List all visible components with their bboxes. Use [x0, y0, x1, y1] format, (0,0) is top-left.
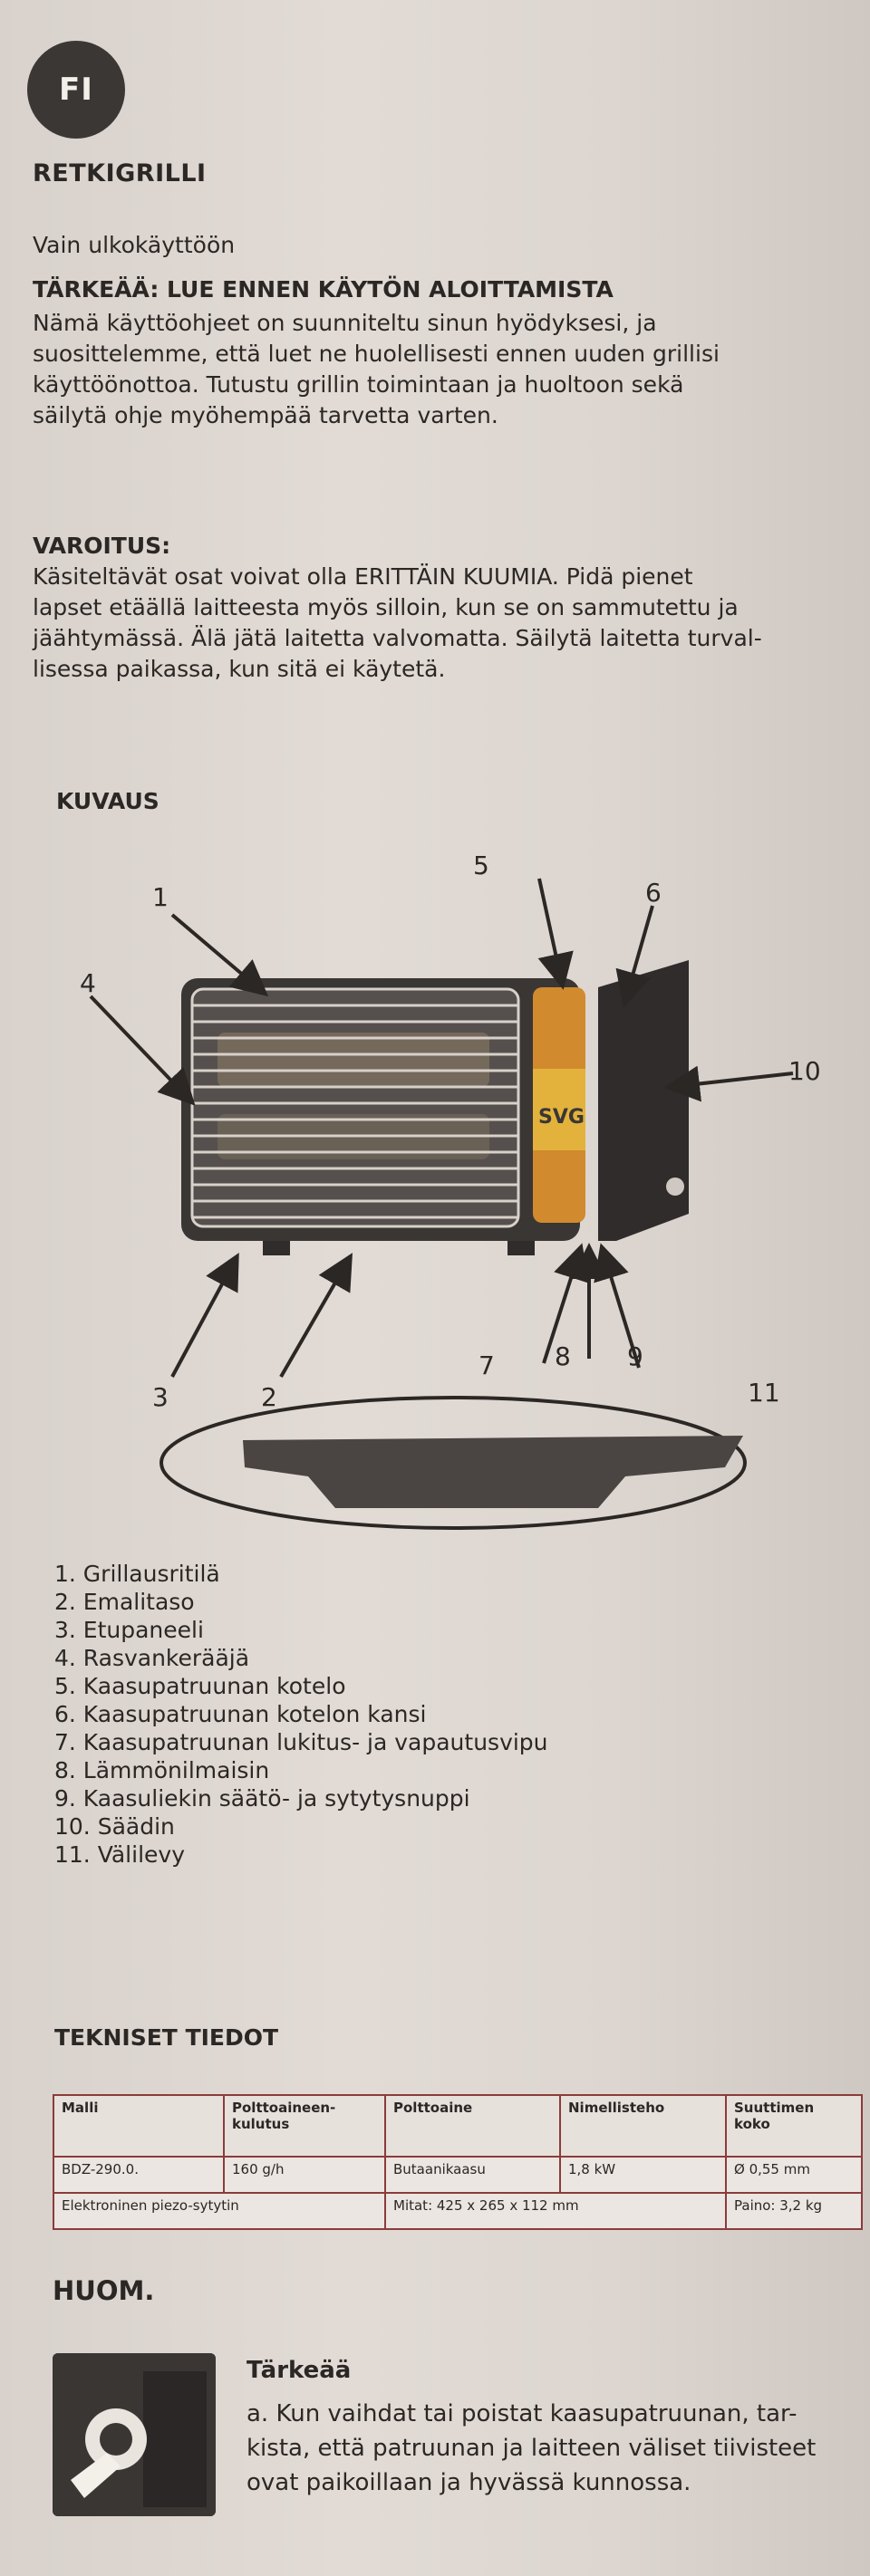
grill-diagram: SVG 1 2 3 4 5 6 7 8 9	[80, 851, 821, 1530]
table-cell: BDZ-290.0.	[53, 2156, 225, 2194]
header-cell: Polttoaineen-kulutus	[223, 2094, 386, 2158]
part-item: 4. Rasvankerääjä	[54, 1645, 250, 1671]
table-cell: Butaanikaasu	[384, 2156, 561, 2194]
callout-3: 3	[152, 1382, 169, 1412]
header-cell: Polttoaine	[384, 2094, 561, 2158]
table-row: BDZ-290.0. 160 g/h Butaanikaasu 1,8 kW Ø…	[53, 2156, 863, 2194]
table-header-row: Malli Polttoaineen-kulutus Polttoaine Ni…	[53, 2094, 863, 2158]
callout-4: 4	[80, 968, 96, 998]
part-item: 5. Kaasupatruunan kotelo	[54, 1673, 346, 1699]
note-line: ovat paikoillaan ja hyvässä kunnossa.	[246, 2469, 691, 2496]
gas-cartridge: SVG	[533, 987, 585, 1223]
important-text: Nämä käyttöohjeet on suunniteltu sinun h…	[33, 308, 830, 431]
cartridge-seal-photo	[53, 2353, 216, 2516]
language-badge: FI	[27, 41, 125, 139]
table-cell: 1,8 kW	[559, 2156, 727, 2194]
warning-line: lisessa paikassa, kun sitä ei käytetä.	[33, 656, 446, 682]
parts-list: 1. Grillausritilä 2. Emalitaso 3. Etupan…	[54, 1560, 548, 1869]
warning-text: Käsiteltävät osat voivat olla ERITTÄIN K…	[33, 562, 830, 685]
usage-note: Vain ulkokäyttöön	[33, 232, 236, 258]
part-item: 2. Emalitaso	[54, 1589, 195, 1615]
specs-heading: TEKNISET TIEDOT	[54, 2024, 279, 2051]
warning-line: Käsiteltävät osat voivat olla ERITTÄIN K…	[33, 563, 693, 590]
language-code: FI	[59, 72, 93, 108]
important-line: Nämä käyttöohjeet on suunniteltu sinun h…	[33, 310, 657, 336]
part-item: 9. Kaasuliekin säätö- ja sytytysnuppi	[54, 1785, 470, 1812]
cartridge-lid	[598, 960, 689, 1241]
callout-10: 10	[788, 1056, 821, 1086]
spacer-plate-outline	[160, 1396, 747, 1530]
important-line: säilytä ohje myöhempää tarvetta varten.	[33, 402, 498, 428]
callout-11: 11	[748, 1378, 780, 1408]
table-row: Elektroninen piezo-sytytin Mitat: 425 x …	[53, 2192, 863, 2230]
table-cell: Ø 0,55 mm	[725, 2156, 863, 2194]
part-item: 7. Kaasupatruunan lukitus- ja vapautusvi…	[54, 1729, 548, 1755]
seal-illustration-icon	[53, 2353, 216, 2516]
grill-foot	[508, 1241, 535, 1255]
warning-heading: VAROITUS:	[33, 533, 171, 559]
table-cell: Mitat: 425 x 265 x 112 mm	[384, 2192, 727, 2230]
note-line: a. Kun vaihdat tai poistat kaasupatruuna…	[246, 2400, 798, 2427]
warning-line: jäähtymässä. Älä jätä laitetta valvomatt…	[33, 625, 762, 651]
callout-8: 8	[555, 1341, 571, 1371]
lid-screw-icon	[666, 1177, 684, 1196]
callout-7: 7	[478, 1350, 495, 1380]
table-cell: Elektroninen piezo-sytytin	[53, 2192, 386, 2230]
part-item: 10. Säädin	[54, 1813, 175, 1840]
callout-9: 9	[627, 1341, 643, 1371]
part-item: 3. Etupaneeli	[54, 1617, 204, 1643]
grill-foot	[263, 1241, 290, 1255]
warning-line: lapset etäällä laitteesta myös silloin, …	[33, 594, 739, 620]
callout-5: 5	[473, 851, 489, 880]
part-item: 11. Välilevy	[54, 1841, 185, 1868]
specs-table: Malli Polttoaineen-kulutus Polttoaine Ni…	[53, 2094, 863, 2230]
table-cell: Paino: 3,2 kg	[725, 2192, 863, 2230]
header-cell: Malli	[53, 2094, 225, 2158]
description-heading: KUVAUS	[56, 788, 160, 814]
important-heading: TÄRKEÄÄ: LUE ENNEN KÄYTÖN ALOITTAMISTA	[33, 276, 614, 303]
important-line: suosittelemme, että luet ne huolellisest…	[33, 341, 720, 367]
note-text: a. Kun vaihdat tai poistat kaasupatruuna…	[246, 2397, 816, 2500]
note-heading: HUOM.	[53, 2275, 155, 2306]
grill-grate	[190, 987, 520, 1228]
part-item: 1. Grillausritilä	[54, 1561, 220, 1587]
note-title: Tärkeää	[246, 2357, 352, 2384]
callout-1: 1	[152, 882, 169, 912]
important-line: käyttöönottoa. Tutustu grillin toimintaa…	[33, 371, 684, 398]
part-item: 6. Kaasupatruunan kotelon kansi	[54, 1701, 427, 1727]
product-title: RETKIGRILLI	[33, 159, 207, 187]
note-line: kista, että patruunan ja laitteen välise…	[246, 2435, 817, 2462]
callout-arrows	[89, 878, 794, 1378]
callout-2: 2	[261, 1382, 277, 1412]
header-cell: Suuttimen koko	[725, 2094, 863, 2158]
part-item: 8. Lämmönilmaisin	[54, 1757, 270, 1783]
cartridge-label: SVG	[538, 1106, 585, 1129]
spacer-plate	[243, 1436, 743, 1508]
header-cell: Nimellisteho	[559, 2094, 727, 2158]
table-cell: 160 g/h	[223, 2156, 386, 2194]
callout-6: 6	[645, 878, 662, 908]
